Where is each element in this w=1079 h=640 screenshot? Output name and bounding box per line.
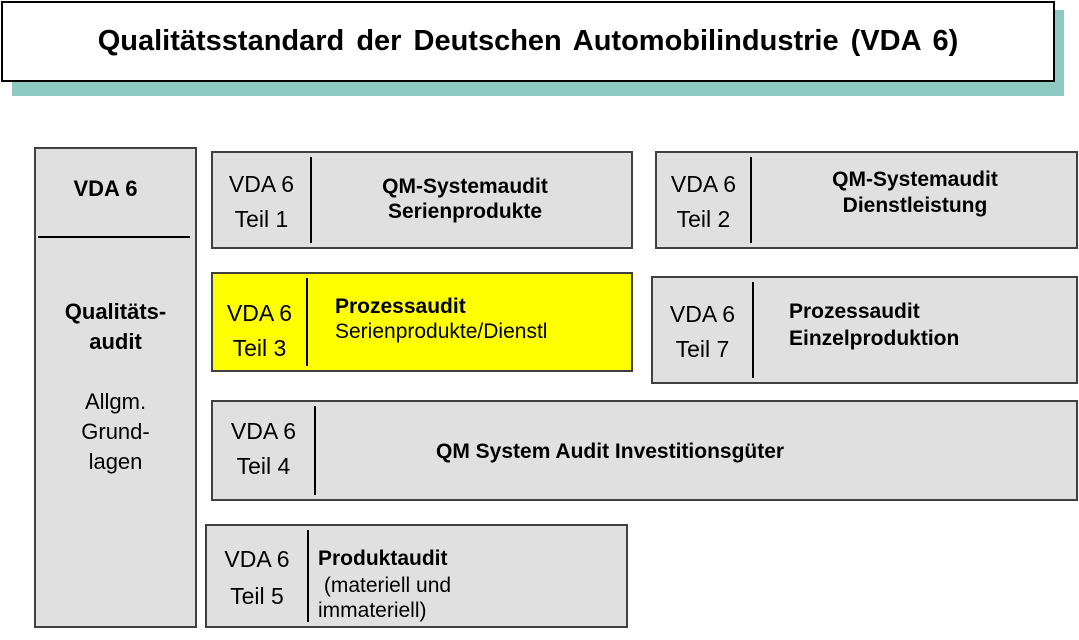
general-label-1: Allgm. (84, 389, 147, 414)
part-3-teil: Teil 3 (232, 335, 287, 361)
qualitaetsaudit-column: VDA 6 Qualitäts- audit Allgm. Grund- lag… (34, 147, 197, 628)
part-4-title: QM System Audit Investitionsgüter (436, 440, 785, 463)
part-4-divider (314, 406, 316, 495)
part-1-vda: VDA 6 (228, 171, 295, 197)
part-3-title-2: Serienprodukte/Dienstl (335, 320, 548, 343)
part-7-title-2: Einzelproduktion (789, 327, 960, 350)
part-5-box: VDA 6 Teil 5 Produktaudit (materiell und… (205, 524, 628, 628)
part-5-teil: Teil 5 (230, 583, 284, 609)
part-4-teil: Teil 4 (236, 453, 291, 479)
part-1-divider (310, 157, 312, 243)
part-7-box: VDA 6 Teil 7 Prozessaudit Einzelprodukti… (651, 276, 1078, 384)
part-1-teil: Teil 1 (234, 206, 289, 232)
part-2-vda: VDA 6 (670, 171, 737, 197)
part-1-title-1: QM-Systemaudit (382, 175, 548, 198)
part-7-vda: VDA 6 (669, 301, 736, 327)
diagram-title: Qualitätsstandard der Deutschen Automobi… (1, 1, 1055, 82)
part-4-vda: VDA 6 (230, 418, 297, 444)
part-3-title-1: Prozessaudit (335, 295, 466, 318)
column-heading: VDA 6 (73, 176, 138, 201)
part-2-title-1: QM-Systemaudit (832, 168, 998, 191)
part-2-divider (750, 157, 752, 243)
part-2-teil: Teil 2 (676, 206, 731, 232)
part-7-teil: Teil 7 (675, 336, 730, 362)
part-1-title-2: Serienprodukte (387, 200, 543, 223)
part-5-title-2: (materiell und (318, 574, 452, 597)
general-label-2: Grund- (81, 419, 150, 444)
general-label-3: lagen (88, 449, 143, 474)
column-divider (38, 236, 190, 238)
part-5-divider (307, 530, 309, 622)
part-2-box: VDA 6 Teil 2 QM-Systemaudit Dienstleistu… (655, 151, 1078, 249)
part-7-divider (752, 282, 754, 378)
part-3-vda: VDA 6 (226, 300, 293, 326)
quality-audit-label-1: Qualitäts- (64, 299, 167, 324)
part-3-box: VDA 6 Teil 3 Prozessaudit Serienprodukte… (211, 272, 633, 372)
quality-audit-label-2: audit (89, 329, 142, 354)
part-5-title-1: Produktaudit (318, 547, 448, 570)
part-5-title-3: immateriell) (318, 599, 427, 622)
part-4-box: VDA 6 Teil 4 QM System Audit Investition… (211, 400, 1078, 501)
part-7-title-1: Prozessaudit (789, 300, 920, 323)
part-3-divider (306, 278, 308, 366)
part-2-title-2: Dienstleistung (842, 194, 988, 217)
part-1-box: VDA 6 Teil 1 QM-Systemaudit Serienproduk… (211, 151, 633, 249)
part-5-vda: VDA 6 (224, 546, 290, 572)
